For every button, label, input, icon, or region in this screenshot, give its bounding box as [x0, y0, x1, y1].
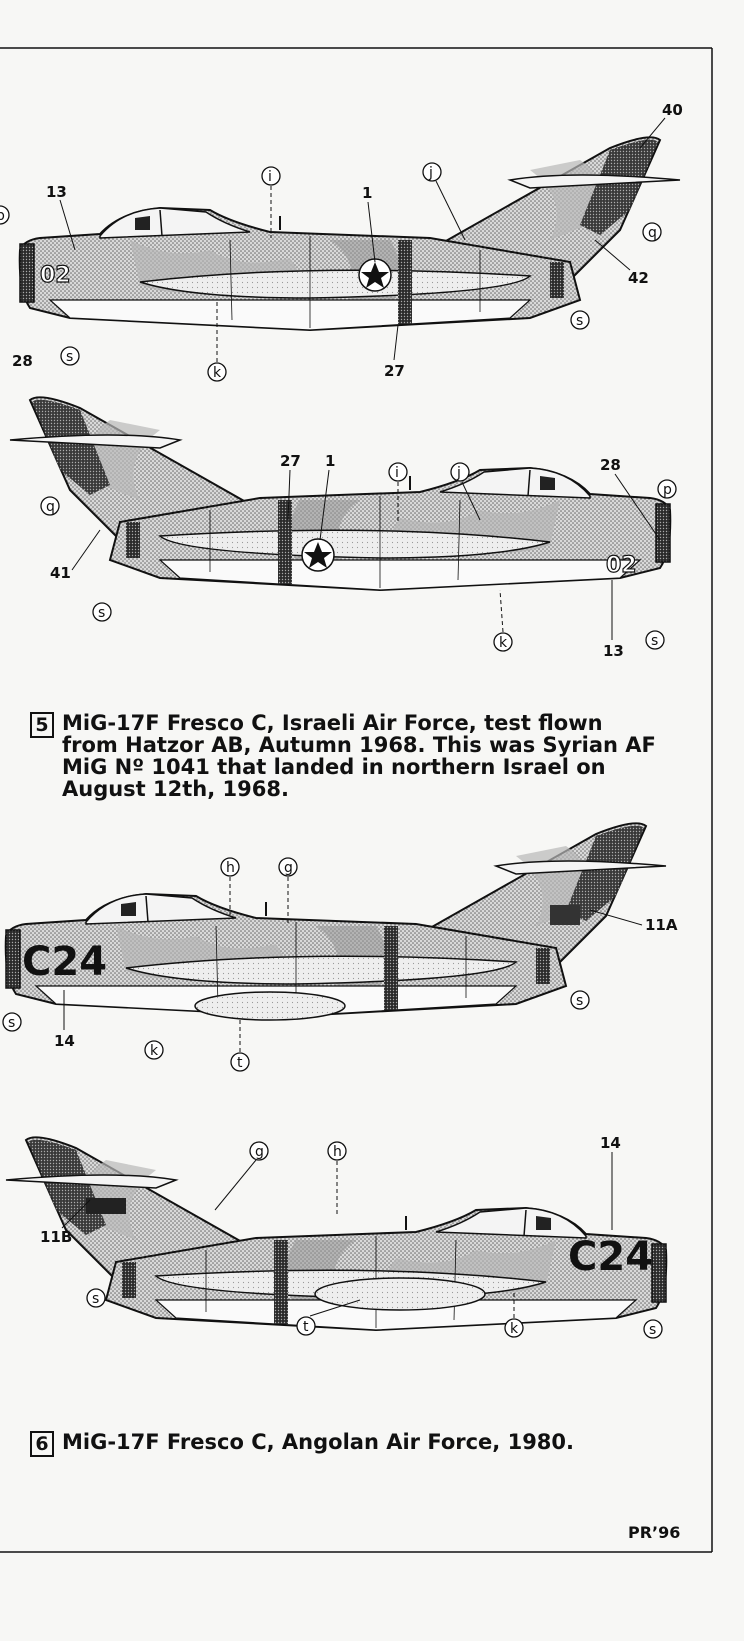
- callout-label: 11B: [40, 1228, 72, 1246]
- callout-label: s: [649, 1322, 656, 1338]
- callout-label: q: [46, 499, 55, 515]
- callout-label: 13: [46, 183, 67, 201]
- callout-label: 14: [54, 1032, 75, 1050]
- callout-label: p: [0, 208, 5, 224]
- callout-label: k: [213, 365, 222, 381]
- aircraft-code: C24: [22, 939, 107, 985]
- callout-label: k: [510, 1321, 519, 1337]
- profile-4-side-view: C24 g h 14 11B s t k s: [5, 1134, 668, 1339]
- star-icon: [361, 262, 389, 288]
- callout-label: q: [648, 225, 657, 241]
- callout-label: 13: [603, 642, 624, 660]
- callout-label: 1: [362, 184, 372, 202]
- callout-label: 27: [280, 452, 301, 470]
- caption-5: 5 MiG-17F Fresco C, Israeli Air Force, te…: [30, 712, 670, 800]
- callout-label: 40: [662, 101, 683, 119]
- callout-label: 14: [600, 1134, 621, 1152]
- aircraft-code: 02: [40, 263, 71, 288]
- callout-label: p: [663, 482, 672, 498]
- caption-number-box: 5: [30, 712, 54, 738]
- callout-label: t: [303, 1319, 309, 1335]
- callout-label: 1: [325, 452, 335, 470]
- caption-number-box: 6: [30, 1431, 54, 1457]
- profile-3-side-view: C24 h g 11A s s 14 k t: [2, 822, 678, 1072]
- aircraft-code: 02: [606, 553, 637, 578]
- callout-label: 42: [628, 269, 649, 287]
- callout-label: s: [98, 605, 105, 621]
- callout-label: s: [8, 1015, 15, 1031]
- callout-label: g: [255, 1144, 264, 1160]
- callout-label: 28: [12, 352, 33, 370]
- profile-1-side-view: 02 13 p i 1 j 40 q 42 s 27 k s 28: [0, 101, 683, 382]
- aircraft-code: C24: [568, 1234, 653, 1280]
- callout-label: s: [576, 313, 583, 329]
- callout-circle: [0, 205, 10, 225]
- callout-label: i: [268, 169, 272, 185]
- callout-label: j: [456, 465, 461, 481]
- callout-label: g: [284, 860, 293, 876]
- callout-label: 27: [384, 362, 405, 380]
- callout-label: s: [651, 633, 658, 649]
- callout-label: h: [333, 1144, 342, 1160]
- profile-2-side-view: 02 q 41 s 27 1 i j 28 p k 13 s: [9, 396, 677, 660]
- callout-label: h: [226, 860, 235, 876]
- callout-label: k: [150, 1043, 159, 1059]
- caption-text: MiG-17F Fresco C, Angolan Air Force, 198…: [62, 1430, 575, 1454]
- callout-label: s: [92, 1291, 99, 1307]
- callout-label: 28: [600, 456, 621, 474]
- callout-label: j: [428, 165, 433, 181]
- caption-6: 6 MiG-17F Fresco C, Angolan Air Force, 19…: [30, 1431, 630, 1457]
- callout-label: t: [237, 1055, 243, 1071]
- callout-label: 41: [50, 564, 71, 582]
- callout-label: s: [66, 349, 73, 365]
- footer-credit: PR’96: [628, 1523, 681, 1542]
- callout-label: i: [395, 465, 399, 481]
- drop-tank: [194, 991, 346, 1021]
- callout-label: 11A: [645, 916, 678, 934]
- caption-text: MiG-17F Fresco C, Israeli Air Force, tes…: [62, 711, 656, 801]
- callout-label: s: [576, 993, 583, 1009]
- callout-label: k: [499, 635, 508, 651]
